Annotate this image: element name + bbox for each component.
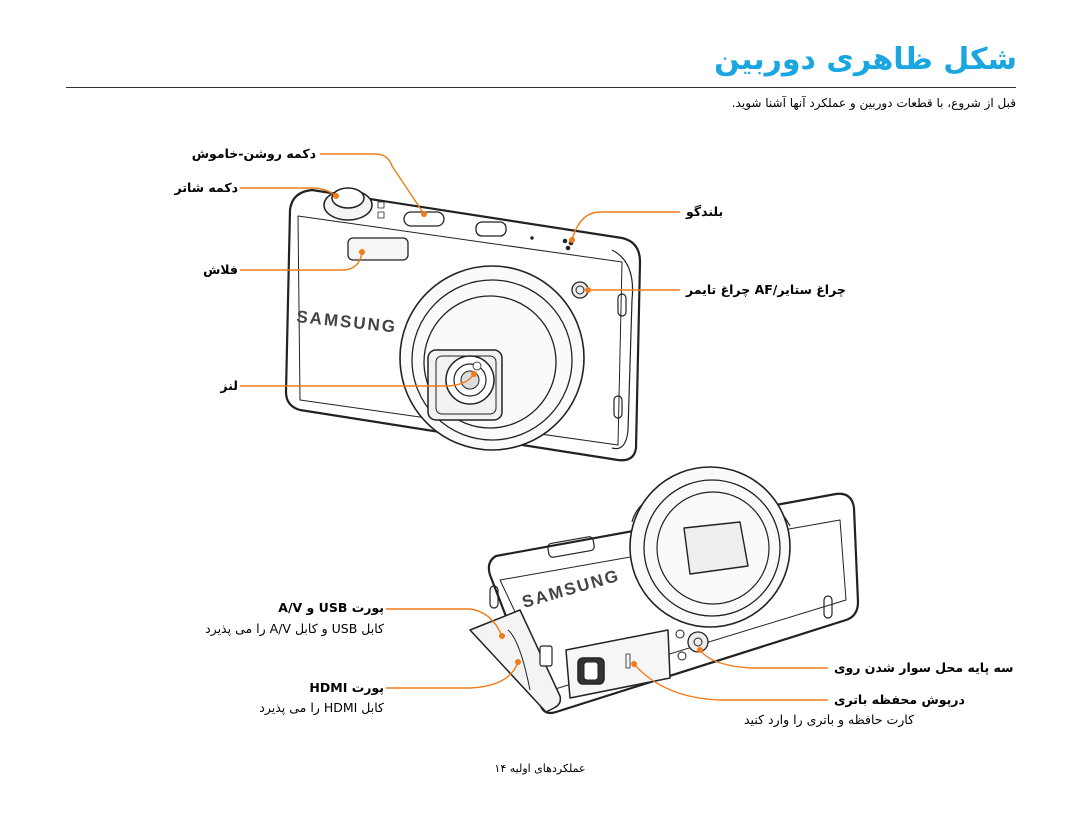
label-shutter-button: دکمه شاتر xyxy=(174,180,238,195)
label-hdmi-port: پورت HDMI xyxy=(309,680,384,695)
intro-text: قبل از شروع، با قطعات دوربین و عملکرد آن… xyxy=(731,96,1016,110)
label-tripod: سه پایه محل سوار شدن روی xyxy=(834,660,1014,675)
label-lens: لنز xyxy=(220,378,238,393)
label-usb-port: پورت USB و A/V xyxy=(278,600,384,615)
label-usb-port-desc: کابل USB و کابل A/V را می پذیرد xyxy=(205,621,384,636)
label-battery-cover-desc: کارت حافظه و باتری را وارد کنید xyxy=(744,712,915,727)
callout-tripod xyxy=(699,649,828,669)
camera-front xyxy=(284,187,642,462)
callout-battery xyxy=(633,663,828,701)
callout-hdmi xyxy=(386,661,519,689)
callout-speaker xyxy=(571,211,680,241)
page-footer: عملکردهای اولیه ۱۴ xyxy=(494,762,586,775)
label-speaker: بلندگو xyxy=(686,204,724,219)
label-battery-cover: درپوش محفظه باتری xyxy=(834,692,965,707)
callout-flash xyxy=(240,251,363,271)
label-flash: فلاش xyxy=(203,262,238,277)
title-rule xyxy=(66,87,1016,88)
callout-usb xyxy=(386,608,503,637)
label-power-button: دکمه روشن-خاموش xyxy=(191,146,316,161)
callout-power xyxy=(320,153,425,215)
page-title: شکل ظاهری دوربین xyxy=(714,42,1017,77)
label-af-lamp: چراغ ستایر/AF چراغ تایمر xyxy=(686,282,846,297)
label-hdmi-port-desc: کابل HDMI را می پذیرد xyxy=(259,700,384,715)
camera-bottom xyxy=(469,466,860,715)
callout-dots xyxy=(333,193,703,667)
